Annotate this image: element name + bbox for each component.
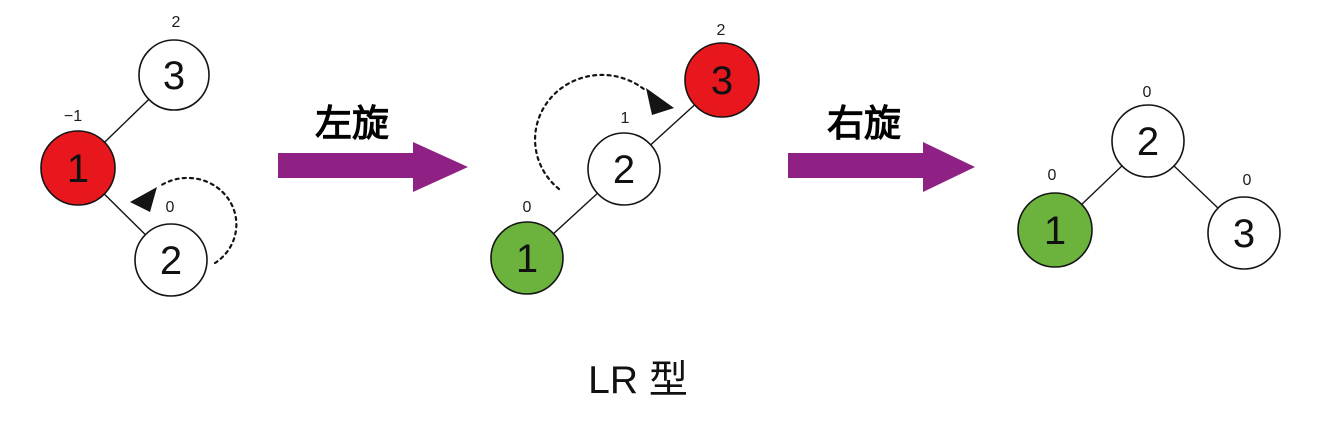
rotation-arc [158, 176, 238, 265]
balance-factor: 0 [1143, 84, 1152, 101]
rotation-arc [534, 73, 647, 191]
balance-factor: 1 [621, 110, 630, 127]
node-circle-1 [490, 221, 564, 295]
right-rotation-arrow-group: 右旋 [788, 103, 975, 192]
tree-initial: 3 1 2 2 −1 0 [40, 14, 238, 297]
node-circle-3 [138, 39, 210, 111]
node-circle-3 [684, 42, 760, 118]
rotation-arc-arrowhead [130, 187, 157, 212]
balance-factor: 0 [523, 199, 532, 216]
node-circle-2 [587, 132, 661, 206]
right-rotation-arrow [788, 142, 975, 192]
node-key: 1 [67, 147, 89, 191]
balance-factor: −1 [64, 108, 82, 125]
node-circle-2 [1111, 104, 1185, 178]
node-key: 1 [516, 237, 538, 281]
balance-factor: 0 [166, 199, 175, 216]
node-key: 2 [1137, 120, 1159, 164]
node-circle-1 [1017, 192, 1093, 268]
node-key: 2 [613, 148, 635, 192]
balance-factor: 2 [172, 14, 181, 31]
node-circle-2 [134, 223, 208, 297]
left-rotation-arrow-group: 左旋 [278, 103, 468, 192]
rotation-arc-arrowhead [646, 88, 674, 115]
node-key: 3 [1233, 212, 1255, 256]
node-key: 3 [711, 59, 733, 103]
diagram-caption: LR 型 [588, 359, 688, 402]
node-key: 1 [1044, 209, 1066, 253]
node-circle-3 [1207, 196, 1281, 270]
node-key: 2 [160, 239, 182, 283]
node-circle-1 [40, 130, 116, 206]
balance-factor: 0 [1048, 167, 1057, 184]
balance-factor: 0 [1243, 172, 1252, 189]
node-key: 3 [163, 54, 185, 98]
left-rotation-label: 左旋 [315, 103, 389, 145]
balance-factor: 2 [717, 22, 726, 39]
right-rotation-label: 右旋 [827, 103, 901, 145]
tree-after-left-rotation: 3 2 1 2 1 0 [490, 22, 760, 295]
tree-balanced: 2 1 3 0 0 0 [1017, 84, 1281, 270]
left-rotation-arrow [278, 142, 468, 192]
